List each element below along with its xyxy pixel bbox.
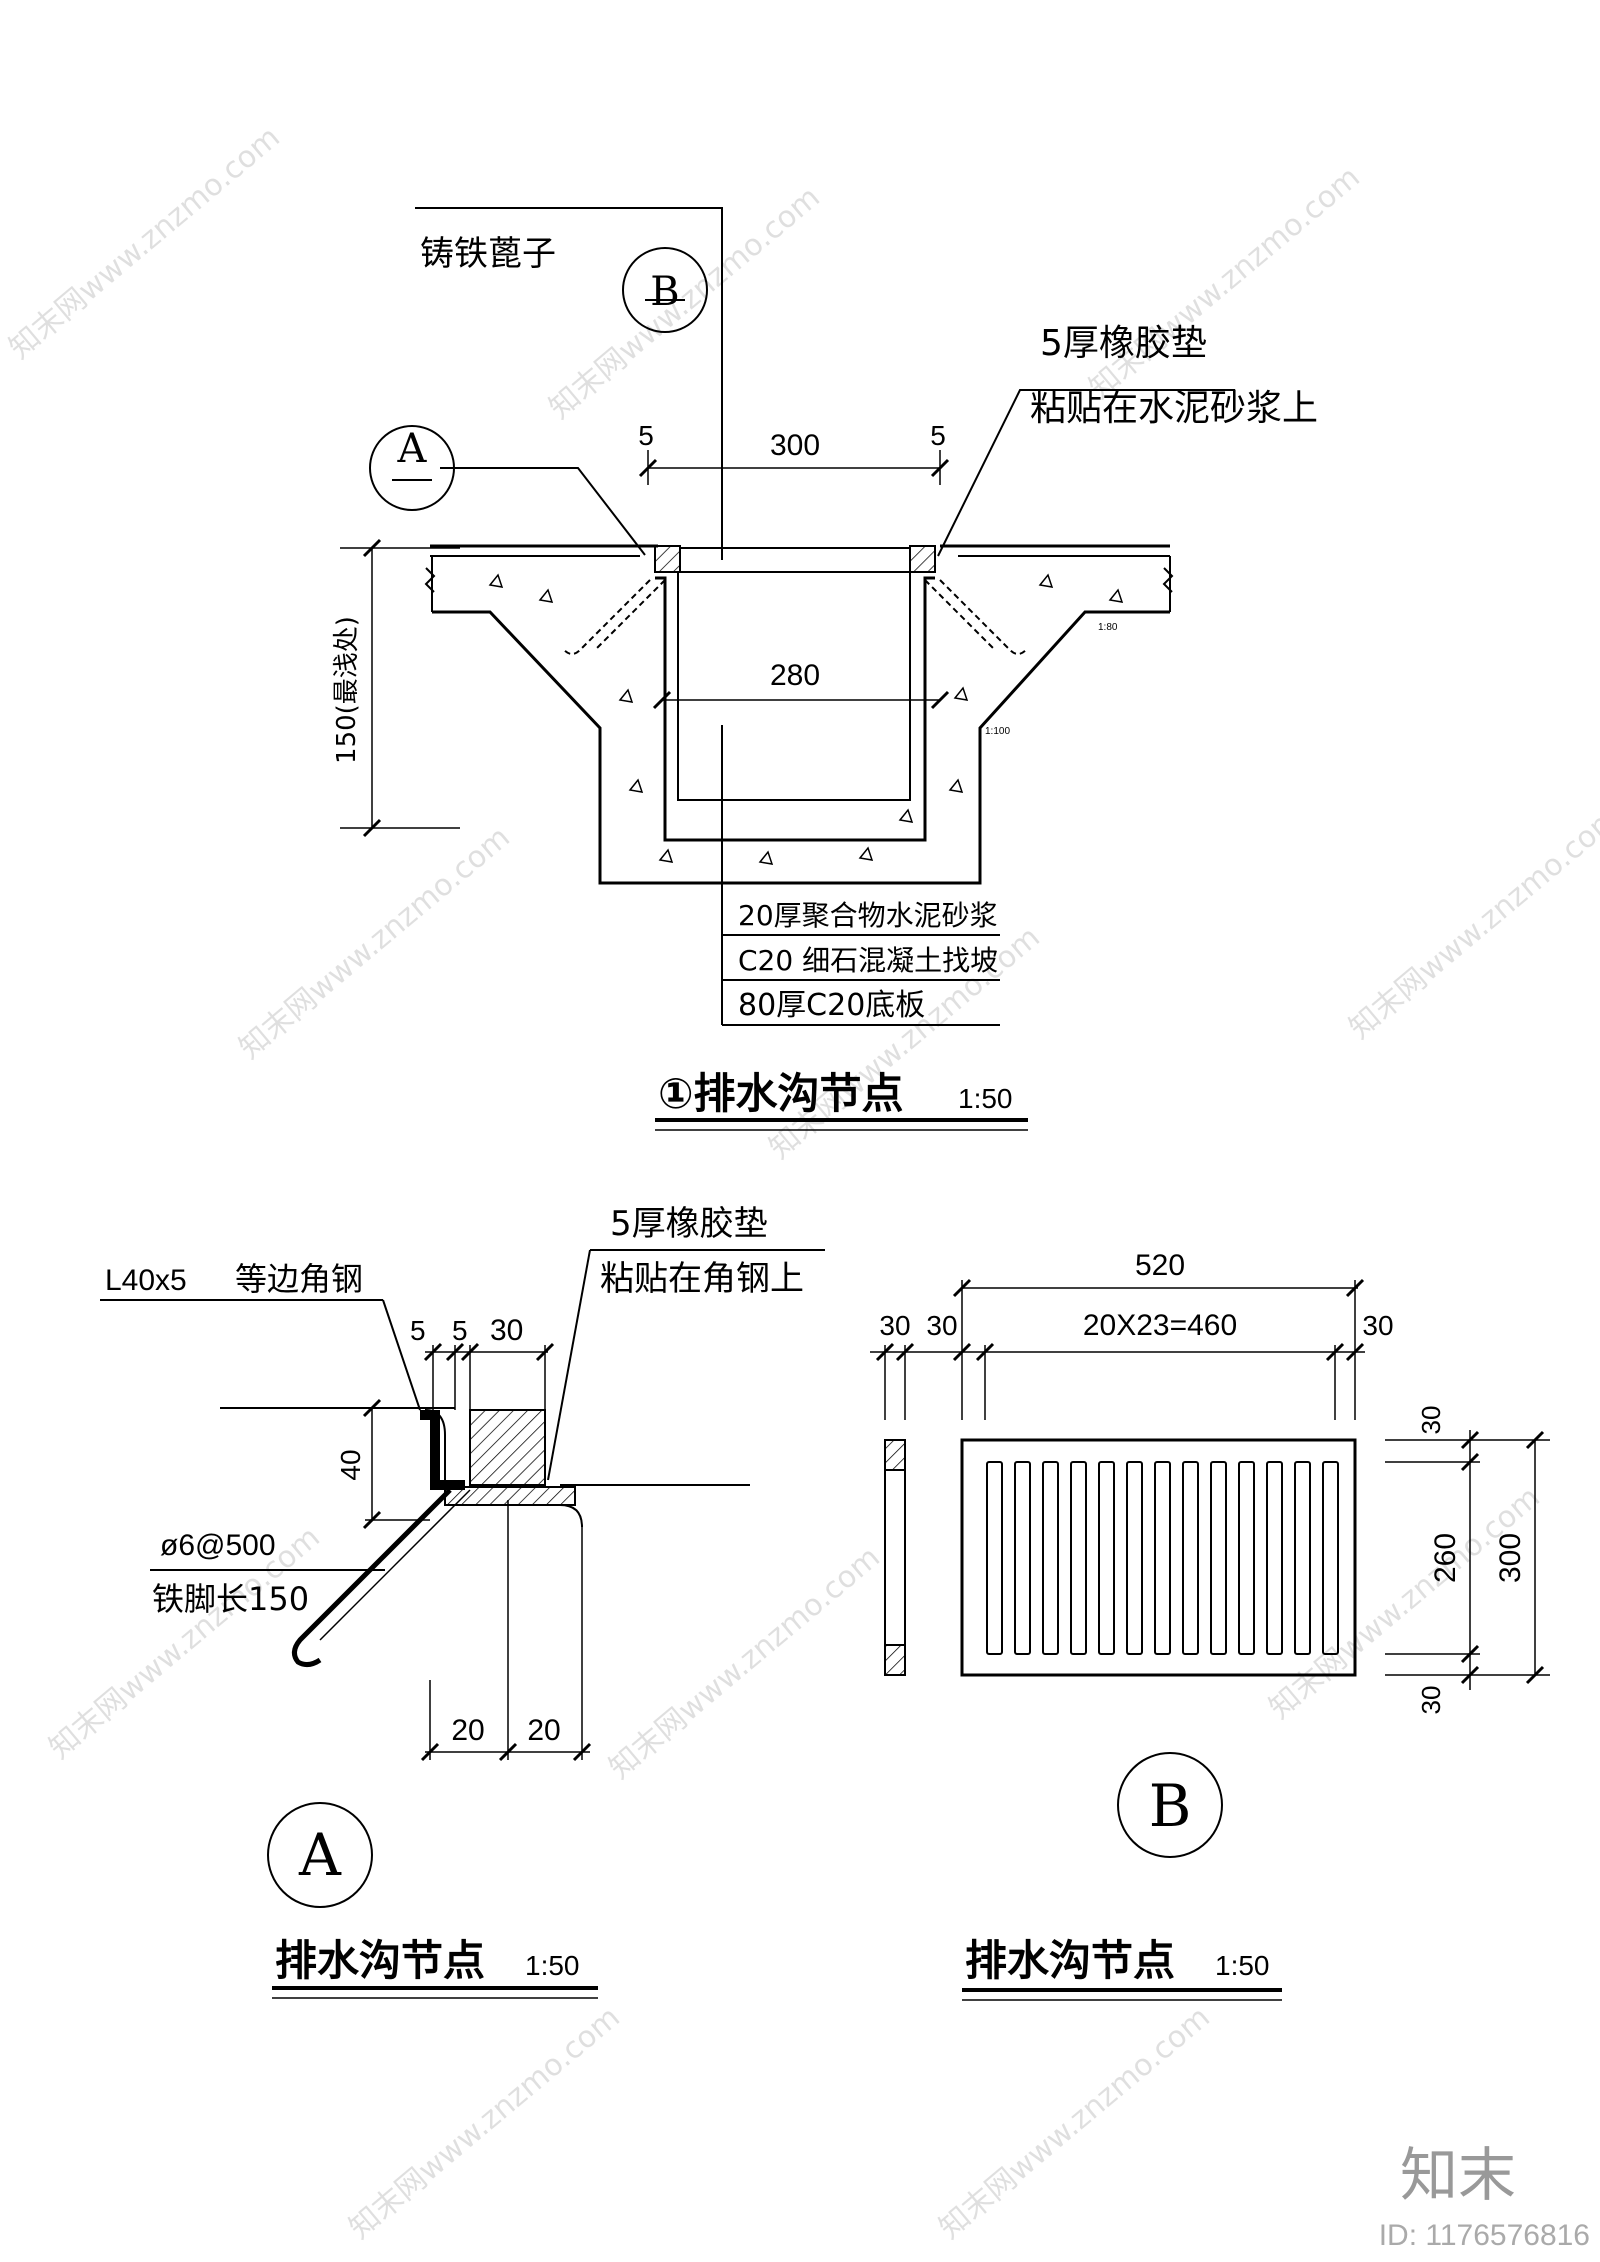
detail-a-mark: A xyxy=(298,1821,342,1889)
gasket-label-2: 粘贴在水泥砂浆上 xyxy=(1030,388,1318,429)
detail-1-section xyxy=(340,207,1235,1131)
detail-b-mark: B xyxy=(1149,1772,1192,1840)
dim-b-300: 300 xyxy=(1494,1533,1527,1583)
dim-a-5b: 5 xyxy=(452,1315,468,1346)
gasket-label-1: 5厚橡胶垫 xyxy=(1040,323,1207,364)
ref-b-text: B xyxy=(650,269,679,315)
gasket-a-line-1: 5厚橡胶垫 xyxy=(610,1204,768,1244)
detail-b xyxy=(870,1278,1550,2001)
watermark-text: 知末网www.znzmo.com xyxy=(933,2000,1217,2246)
concrete-aggregate-marks xyxy=(488,573,1124,865)
dim-a-40: 40 xyxy=(335,1449,366,1480)
dim-5-right: 5 xyxy=(930,420,946,451)
slope-label-2: 1:100 xyxy=(985,726,1010,737)
angle-steel-desc: 等边角钢 xyxy=(235,1260,363,1298)
dim-a-30: 30 xyxy=(490,1314,523,1347)
layer-2-label: C20 细石混凝土找坡 xyxy=(738,944,998,977)
watermark-text: 知末网www.znzmo.com xyxy=(603,1540,887,1786)
dim-b-30-top: 30 xyxy=(1416,1406,1446,1435)
dim-b-30-right: 30 xyxy=(1362,1310,1393,1341)
watermark-text: 知末网www.znzmo.com xyxy=(543,180,827,426)
id-watermark: ID: 1176576816 xyxy=(1379,2219,1590,2252)
ref-a-text: A xyxy=(397,426,428,472)
dim-5-left: 5 xyxy=(638,420,654,451)
grate-slots xyxy=(986,1461,1339,1655)
watermark-text: 知末网www.znzmo.com xyxy=(1263,1480,1547,1726)
dim-150-depth: 150(最浅处) xyxy=(332,616,362,764)
watermark-text: 知末网www.znzmo.com xyxy=(1343,800,1600,1046)
watermark-text: 知末网www.znzmo.com xyxy=(1083,160,1367,406)
angle-steel-spec: L40x5 xyxy=(105,1264,187,1297)
watermark-text: 知末网www.znzmo.com xyxy=(3,120,287,366)
dim-b-30-left-1: 30 xyxy=(879,1310,910,1341)
dim-280: 280 xyxy=(770,659,820,692)
dim-b-30-left-2: 30 xyxy=(926,1310,957,1341)
layer-1-label: 20厚聚合物水泥砂浆 xyxy=(738,899,998,932)
dim-b-460: 20X23=460 xyxy=(1083,1309,1237,1342)
dim-b-30-bottom: 30 xyxy=(1416,1686,1446,1715)
slope-label-1: 1:80 xyxy=(1098,622,1118,633)
detail-a-scale: 1:50 xyxy=(525,1950,580,1981)
detail-a-title: 排水沟节点 xyxy=(275,1936,485,1985)
dim-b-260: 260 xyxy=(1429,1533,1462,1583)
dim-300: 300 xyxy=(770,429,820,462)
rebar-spec: ø6@500 xyxy=(160,1529,276,1562)
watermark-text: 知末网www.znzmo.com xyxy=(233,820,517,1066)
layer-3-label: 80厚C20底板 xyxy=(738,988,925,1023)
dim-b-520: 520 xyxy=(1135,1249,1185,1282)
detail-b-title: 排水沟节点 xyxy=(965,1936,1175,1985)
gasket-a-line-2: 粘贴在角钢上 xyxy=(600,1259,804,1299)
detail-a xyxy=(100,1249,825,1999)
detail-b-scale: 1:50 xyxy=(1215,1950,1270,1981)
rebar-length: 铁脚长150 xyxy=(152,1580,309,1618)
detail-1-scale: 1:50 xyxy=(958,1083,1013,1114)
dim-a-20a: 20 xyxy=(451,1714,484,1747)
brand-watermark: 知末 xyxy=(1400,2141,1516,2209)
dim-a-5a: 5 xyxy=(410,1315,426,1346)
grate-label: 铸铁蓖子 xyxy=(420,234,556,274)
dim-a-20b: 20 xyxy=(527,1714,560,1747)
watermark-text: 知末网www.znzmo.com xyxy=(343,2000,627,2246)
detail-1-title: ①排水沟节点 xyxy=(658,1069,904,1118)
